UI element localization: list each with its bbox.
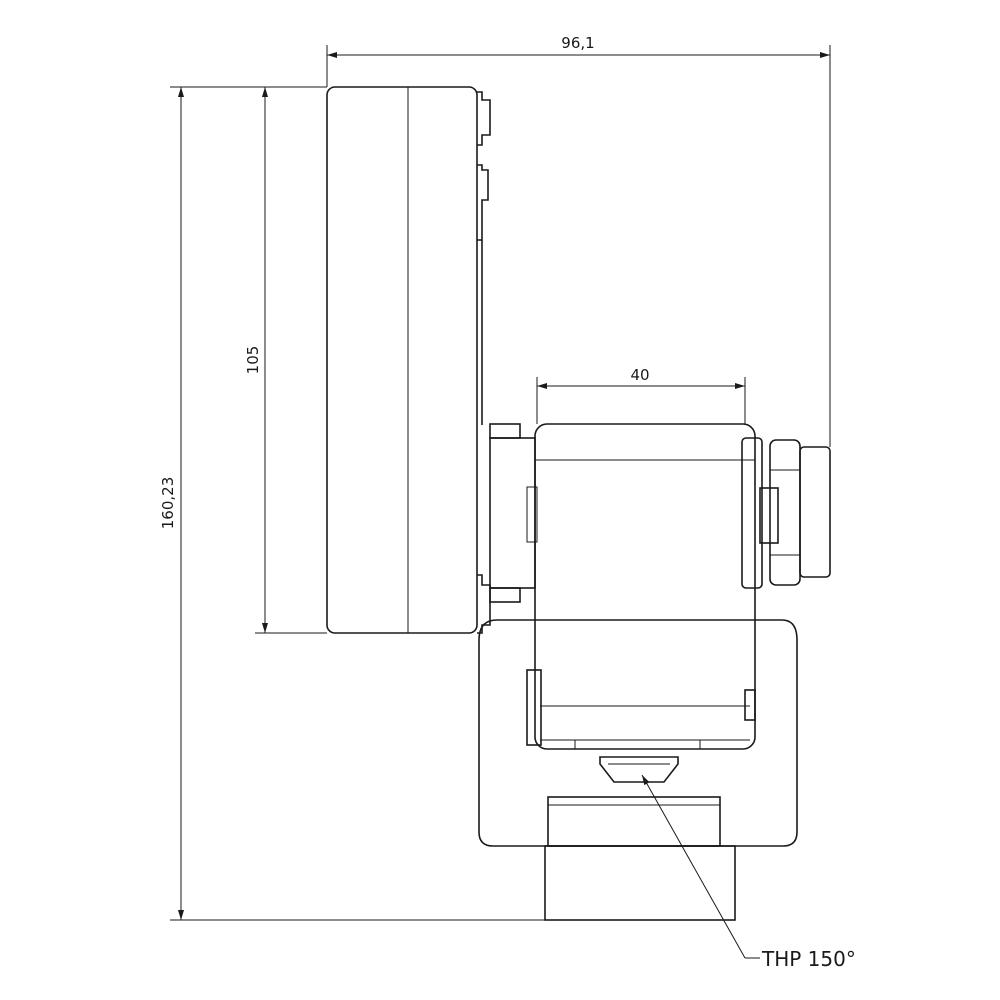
upper-housing — [326, 86, 491, 634]
callout-thermostat: THP 150° — [641, 774, 856, 971]
dimension-overall-width: 96,1 — [326, 34, 831, 447]
dimension-label-lower-body-width: 40 — [630, 366, 649, 384]
dimension-upper-body-height: 105 — [244, 86, 327, 634]
dimension-label-overall-height: 160,23 — [159, 477, 177, 530]
callout-label: THP 150° — [761, 947, 856, 971]
lower-body — [534, 423, 763, 750]
connection-bracket — [489, 423, 538, 603]
dimension-lower-body-width: 40 — [536, 366, 746, 424]
dimension-overall-height: 160,23 — [159, 86, 735, 921]
base-bracket — [478, 619, 798, 921]
cable-gland — [759, 439, 831, 586]
dimension-label-overall-width: 96,1 — [561, 34, 594, 52]
dimension-label-upper-body-height: 105 — [244, 346, 262, 375]
thermostat-sensor — [599, 756, 679, 783]
